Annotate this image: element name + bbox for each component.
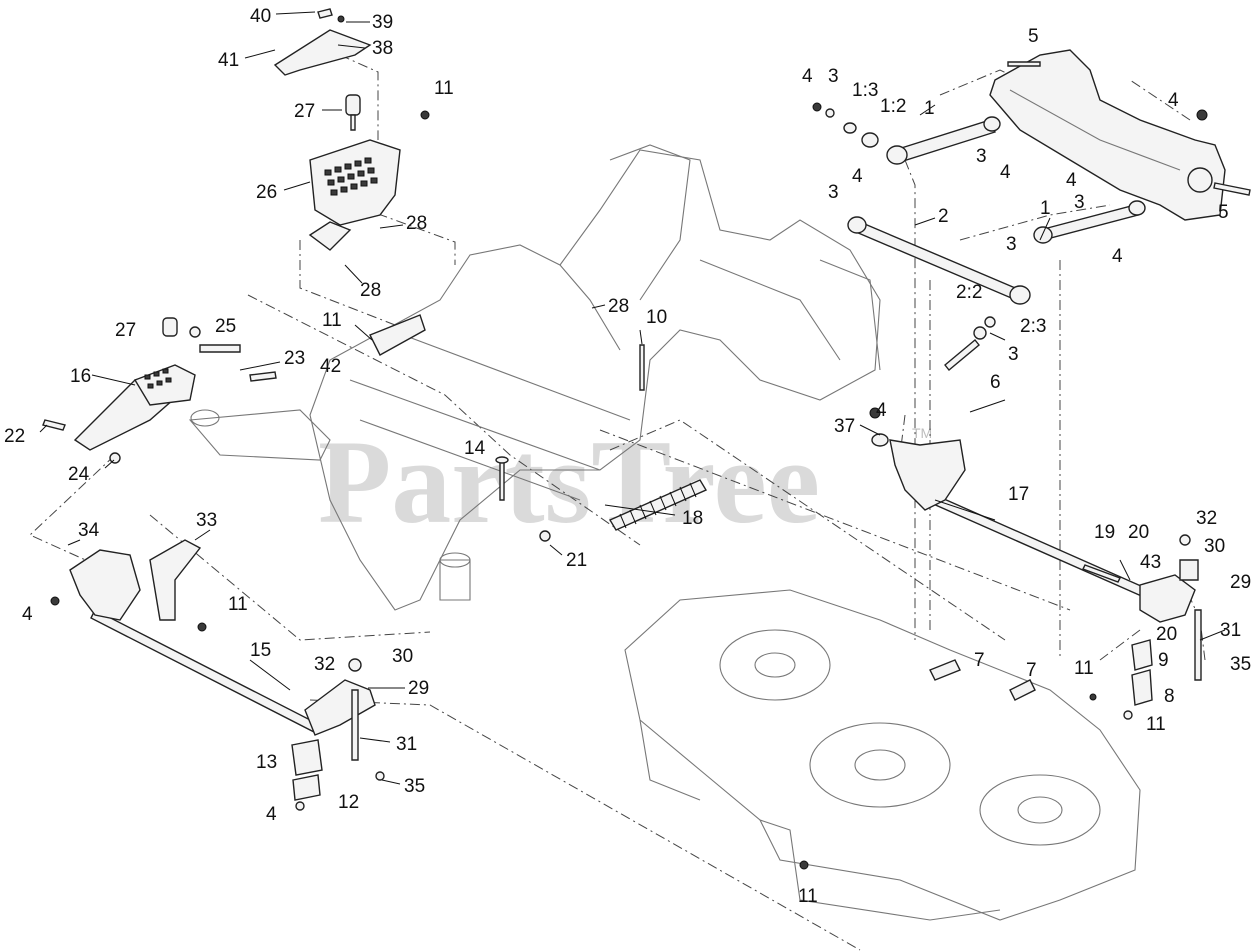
callout-33: 33 xyxy=(196,510,217,531)
callout-11: 11 xyxy=(1074,658,1094,679)
callout-32: 32 xyxy=(314,654,335,675)
callout-31: 31 xyxy=(396,734,417,755)
callout-4: 4 xyxy=(1000,162,1011,183)
callout-2-3: 2:3 xyxy=(1020,316,1046,337)
callout-11: 11 xyxy=(434,78,454,99)
callout-11: 11 xyxy=(322,310,342,331)
lift-spring xyxy=(495,344,708,542)
callout-13: 13 xyxy=(256,752,277,773)
watermark-trademark: TM xyxy=(912,425,932,441)
callout-4: 4 xyxy=(852,166,863,187)
callout-5: 5 xyxy=(1028,26,1039,47)
tractor-frame xyxy=(188,144,881,611)
callout-42: 42 xyxy=(320,356,341,377)
callout-29: 29 xyxy=(1230,572,1251,593)
callout-7: 7 xyxy=(1026,660,1037,681)
callout-28: 28 xyxy=(406,213,427,234)
callout-3: 3 xyxy=(828,66,839,87)
callout-21: 21 xyxy=(566,550,587,571)
callout-39: 39 xyxy=(372,12,393,33)
callout-3: 3 xyxy=(1074,192,1085,213)
right-lift-shaft xyxy=(869,407,1202,720)
callout-1: 1 xyxy=(1040,198,1051,219)
callout-10: 10 xyxy=(646,307,667,328)
callout-31: 31 xyxy=(1220,620,1241,641)
callout-22: 22 xyxy=(4,426,25,447)
callout-28: 28 xyxy=(360,280,381,301)
callout-20: 20 xyxy=(1156,624,1177,645)
callout-35: 35 xyxy=(404,776,425,797)
callout-27: 27 xyxy=(294,101,315,122)
callout-3: 3 xyxy=(828,182,839,203)
callout-24: 24 xyxy=(68,464,90,485)
callout-32: 32 xyxy=(1196,508,1217,529)
deck-links xyxy=(812,61,1251,371)
mower-deck xyxy=(624,589,1141,921)
callout-20: 20 xyxy=(1128,522,1149,543)
callout-30: 30 xyxy=(392,646,413,667)
callout-1-2: 1:2 xyxy=(880,96,906,117)
callout-29: 29 xyxy=(408,678,429,699)
callout-7: 7 xyxy=(974,650,985,671)
callout-4: 4 xyxy=(1112,246,1123,267)
callout-labels: 40 39 38 41 27 11 26 28 28 28 27 25 11 4… xyxy=(4,6,1251,907)
callout-4: 4 xyxy=(802,66,813,87)
callout-43: 43 xyxy=(1140,552,1161,573)
callout-4: 4 xyxy=(266,804,277,825)
callout-4: 4 xyxy=(1168,90,1179,111)
callout-2-2: 2:2 xyxy=(956,282,982,303)
callout-30: 30 xyxy=(1204,536,1225,557)
callout-23: 23 xyxy=(284,348,305,369)
callout-18: 18 xyxy=(682,508,703,529)
callout-37: 37 xyxy=(834,416,855,437)
callout-3: 3 xyxy=(1006,234,1017,255)
callout-35: 35 xyxy=(1230,654,1251,675)
callout-3: 3 xyxy=(976,146,987,167)
callout-38: 38 xyxy=(372,38,393,59)
callout-11: 11 xyxy=(228,594,248,615)
callout-4: 4 xyxy=(1066,170,1077,191)
callout-16: 16 xyxy=(70,366,91,387)
callout-27: 27 xyxy=(115,320,136,341)
callout-leaders xyxy=(39,11,1226,785)
callout-28: 28 xyxy=(608,296,629,317)
callout-6: 6 xyxy=(990,372,1001,393)
watermark-text: PartsTree xyxy=(318,415,820,548)
left-height-lever xyxy=(42,314,426,464)
callout-3: 3 xyxy=(1008,344,1019,365)
callout-41: 41 xyxy=(218,50,239,71)
rear-hanger-bracket xyxy=(989,49,1226,221)
height-adjust-assembly xyxy=(273,8,430,251)
callout-14: 14 xyxy=(464,438,486,459)
callout-19: 19 xyxy=(1094,522,1115,543)
callout-4: 4 xyxy=(876,400,887,421)
left-lift-shaft xyxy=(50,539,385,811)
callout-40: 40 xyxy=(250,6,271,27)
callout-8: 8 xyxy=(1164,686,1175,707)
callout-11: 11 xyxy=(1146,714,1166,735)
callout-26: 26 xyxy=(256,182,277,203)
callout-9: 9 xyxy=(1158,650,1169,671)
callout-15: 15 xyxy=(250,640,271,661)
callout-2: 2 xyxy=(938,206,949,227)
callout-17: 17 xyxy=(1008,484,1029,505)
callout-1: 1 xyxy=(924,98,935,119)
callout-5: 5 xyxy=(1218,202,1229,223)
deck-hardware xyxy=(799,659,1097,870)
callout-25: 25 xyxy=(215,316,236,337)
callout-12: 12 xyxy=(338,792,359,813)
callout-11: 11 xyxy=(798,886,818,907)
callout-1-3: 1:3 xyxy=(852,80,878,101)
callout-34: 34 xyxy=(78,520,100,541)
callout-4: 4 xyxy=(22,604,33,625)
